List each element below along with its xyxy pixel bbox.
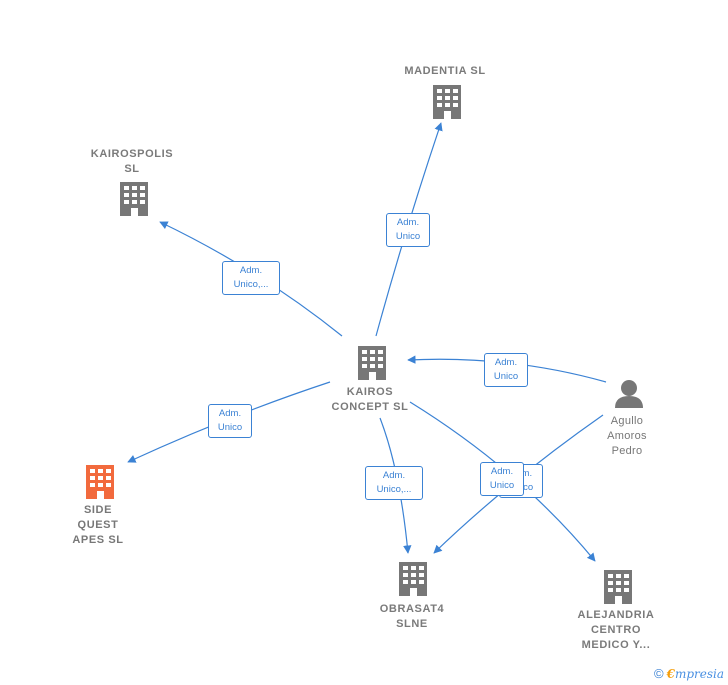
edge-label-kairos-sidequest: Adm. Unico	[208, 404, 252, 438]
copyright-symbol: ©	[653, 666, 664, 681]
building-icon-alejandria[interactable]	[604, 570, 632, 604]
person-icon-agullo[interactable]	[615, 380, 643, 408]
edge-label-agullo-obrasat: Adm. Unico	[480, 462, 524, 496]
edge-label-kairos-obrasat: Adm. Unico,...	[365, 466, 423, 500]
building-icon-kairospolis[interactable]	[120, 182, 148, 216]
node-label-kairos[interactable]: KAIROS CONCEPT SL	[331, 386, 409, 413]
brand-name: mpresia	[674, 667, 724, 681]
node-label-kairospolis[interactable]: KAIROSPOLIS SL	[90, 148, 174, 175]
edge-label-kairos-madentia: Adm. Unico	[386, 213, 430, 247]
edge-label-kairos-kairospolis: Adm. Unico,...	[222, 261, 280, 295]
node-label-alejandria[interactable]: ALEJANDRIA CENTRO MEDICO Y...	[577, 609, 655, 651]
building-icon-madentia[interactable]	[433, 85, 461, 119]
node-label-madentia[interactable]: MADENTIA SL	[404, 65, 486, 77]
building-icon-kairos[interactable]	[358, 346, 386, 380]
node-label-sidequest[interactable]: SIDE QUEST APES SL	[72, 504, 124, 546]
brand-logo-e: €	[666, 667, 675, 681]
footer-brand: ©€mpresia	[654, 666, 724, 681]
building-icon-obrasat[interactable]	[399, 562, 427, 596]
node-label-obrasat[interactable]: OBRASAT4 SLNE	[379, 603, 445, 630]
building-icon-sidequest[interactable]	[86, 465, 114, 499]
edge-label-agullo-kairos: Adm. Unico	[484, 353, 528, 387]
node-label-agullo[interactable]: Agullo Amoros Pedro	[607, 415, 647, 457]
